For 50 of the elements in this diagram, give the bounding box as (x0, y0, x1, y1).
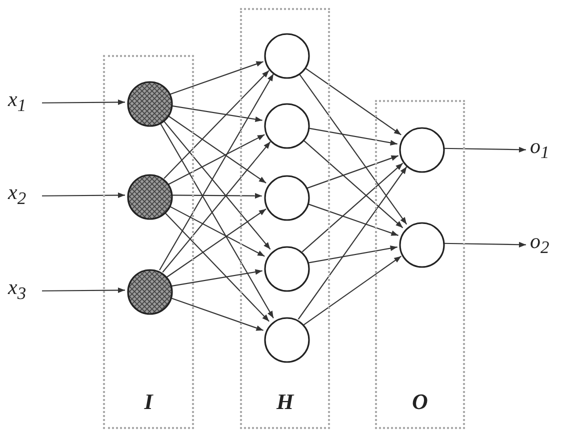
layer-box (240, 8, 330, 429)
variable-label: x$_{3}$ (8, 277, 38, 305)
neuron (399, 222, 445, 268)
neuron (399, 127, 445, 173)
arrow (170, 269, 262, 287)
arrow (302, 162, 404, 252)
input-neuron (127, 174, 173, 220)
arrow (42, 99, 125, 106)
arrow (306, 155, 399, 189)
layer-box (375, 100, 465, 429)
layer-label: O (411, 389, 429, 415)
arrow (162, 119, 271, 250)
arrow (164, 70, 270, 179)
arrow (42, 192, 125, 198)
arrow (42, 287, 125, 294)
arrow (170, 105, 262, 122)
arrow (308, 246, 398, 264)
arrow (298, 166, 408, 320)
arrow (306, 203, 398, 236)
layer-label: I (143, 389, 154, 415)
arrow (166, 208, 266, 278)
arrow (166, 114, 266, 184)
arrow (162, 141, 271, 273)
arrow (442, 242, 526, 248)
arrow (159, 122, 274, 318)
arrow (170, 61, 264, 95)
arrow (442, 146, 526, 152)
neuron (264, 175, 310, 221)
variable-label: x$_{1}$ (8, 89, 38, 117)
neuron (264, 246, 310, 292)
arrow (304, 66, 402, 136)
arrow (159, 74, 274, 270)
input-neuron (127, 269, 173, 315)
layer-label: H (275, 389, 296, 415)
arrow (304, 256, 402, 326)
variable-label: x$_{2}$ (8, 182, 38, 210)
arrow (170, 297, 264, 331)
variable-label: o$_{2}$ (530, 231, 560, 259)
arrow (298, 72, 408, 225)
neuron (264, 317, 310, 363)
arrow (168, 134, 265, 185)
arrow (302, 138, 404, 228)
neuron (264, 103, 310, 149)
arrow (171, 192, 262, 199)
arrow (164, 211, 270, 322)
neuron (264, 33, 310, 79)
layer-box (103, 55, 194, 429)
arrow (308, 127, 398, 146)
input-neuron (127, 81, 173, 127)
variable-label: o$_{1}$ (530, 136, 560, 164)
